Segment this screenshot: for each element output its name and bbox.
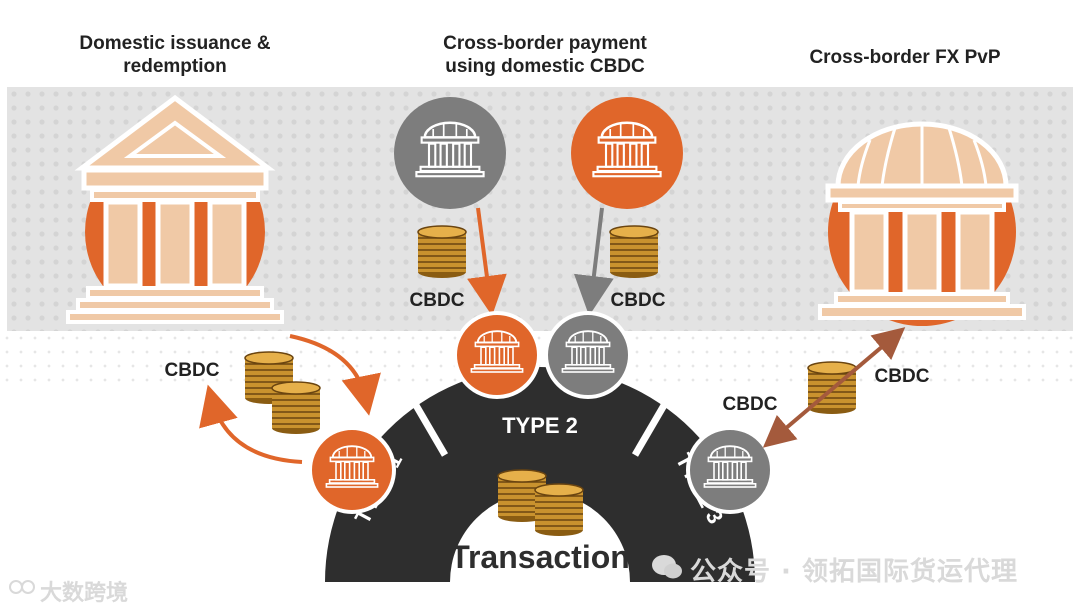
bank-circle-orange-type1: [308, 426, 396, 514]
cbdc-label-left: CBDC: [165, 360, 220, 381]
heading-domestic-issuance: Domestic issuance & redemption: [79, 33, 271, 77]
arrow-bidirectional: [762, 327, 906, 448]
bank-circle-orange-top: [571, 97, 683, 209]
arrow-gray-down: [573, 207, 614, 316]
heading-cross-border-payment: Cross-border payment using domestic CBDC: [443, 33, 647, 77]
transaction-label: Transaction: [450, 539, 630, 575]
coin-stack-center-right: [609, 225, 659, 279]
central-bank-icon-right: [818, 121, 1026, 326]
type2-label: TYPE 2: [502, 413, 578, 438]
bank-circle-gray-top: [394, 97, 506, 209]
bank-circle-gray-arc: [544, 311, 632, 399]
central-bank-icon-left: [66, 94, 284, 324]
cbdc-label-center-left: CBDC: [410, 290, 465, 311]
arrow-orange-down: [467, 207, 507, 316]
coin-stack-left-front: [271, 381, 321, 435]
cbdc-label-center-right: CBDC: [611, 290, 666, 311]
watermark-logo-icon: [9, 580, 35, 594]
cbdc-label-right-upper: CBDC: [875, 366, 930, 387]
arrow-curved-down: [289, 334, 381, 416]
bank-circle-gray-type3: [686, 426, 774, 514]
watermark-bottom-right: 公众号 · 领拓国际货运代理: [690, 557, 1018, 587]
arrow-curved-up: [199, 384, 303, 464]
wechat-icon: [652, 555, 682, 579]
coin-stack-center-left: [417, 225, 467, 279]
watermark-bottom-left: 大数跨境: [40, 581, 129, 606]
coin-stack-transaction-front: [534, 483, 584, 537]
cbdc-label-right-lower: CBDC: [723, 394, 778, 415]
bank-circle-orange-arc: [453, 311, 541, 399]
heading-cross-border-fx-pvp: Cross-border FX PvP: [809, 47, 1001, 68]
